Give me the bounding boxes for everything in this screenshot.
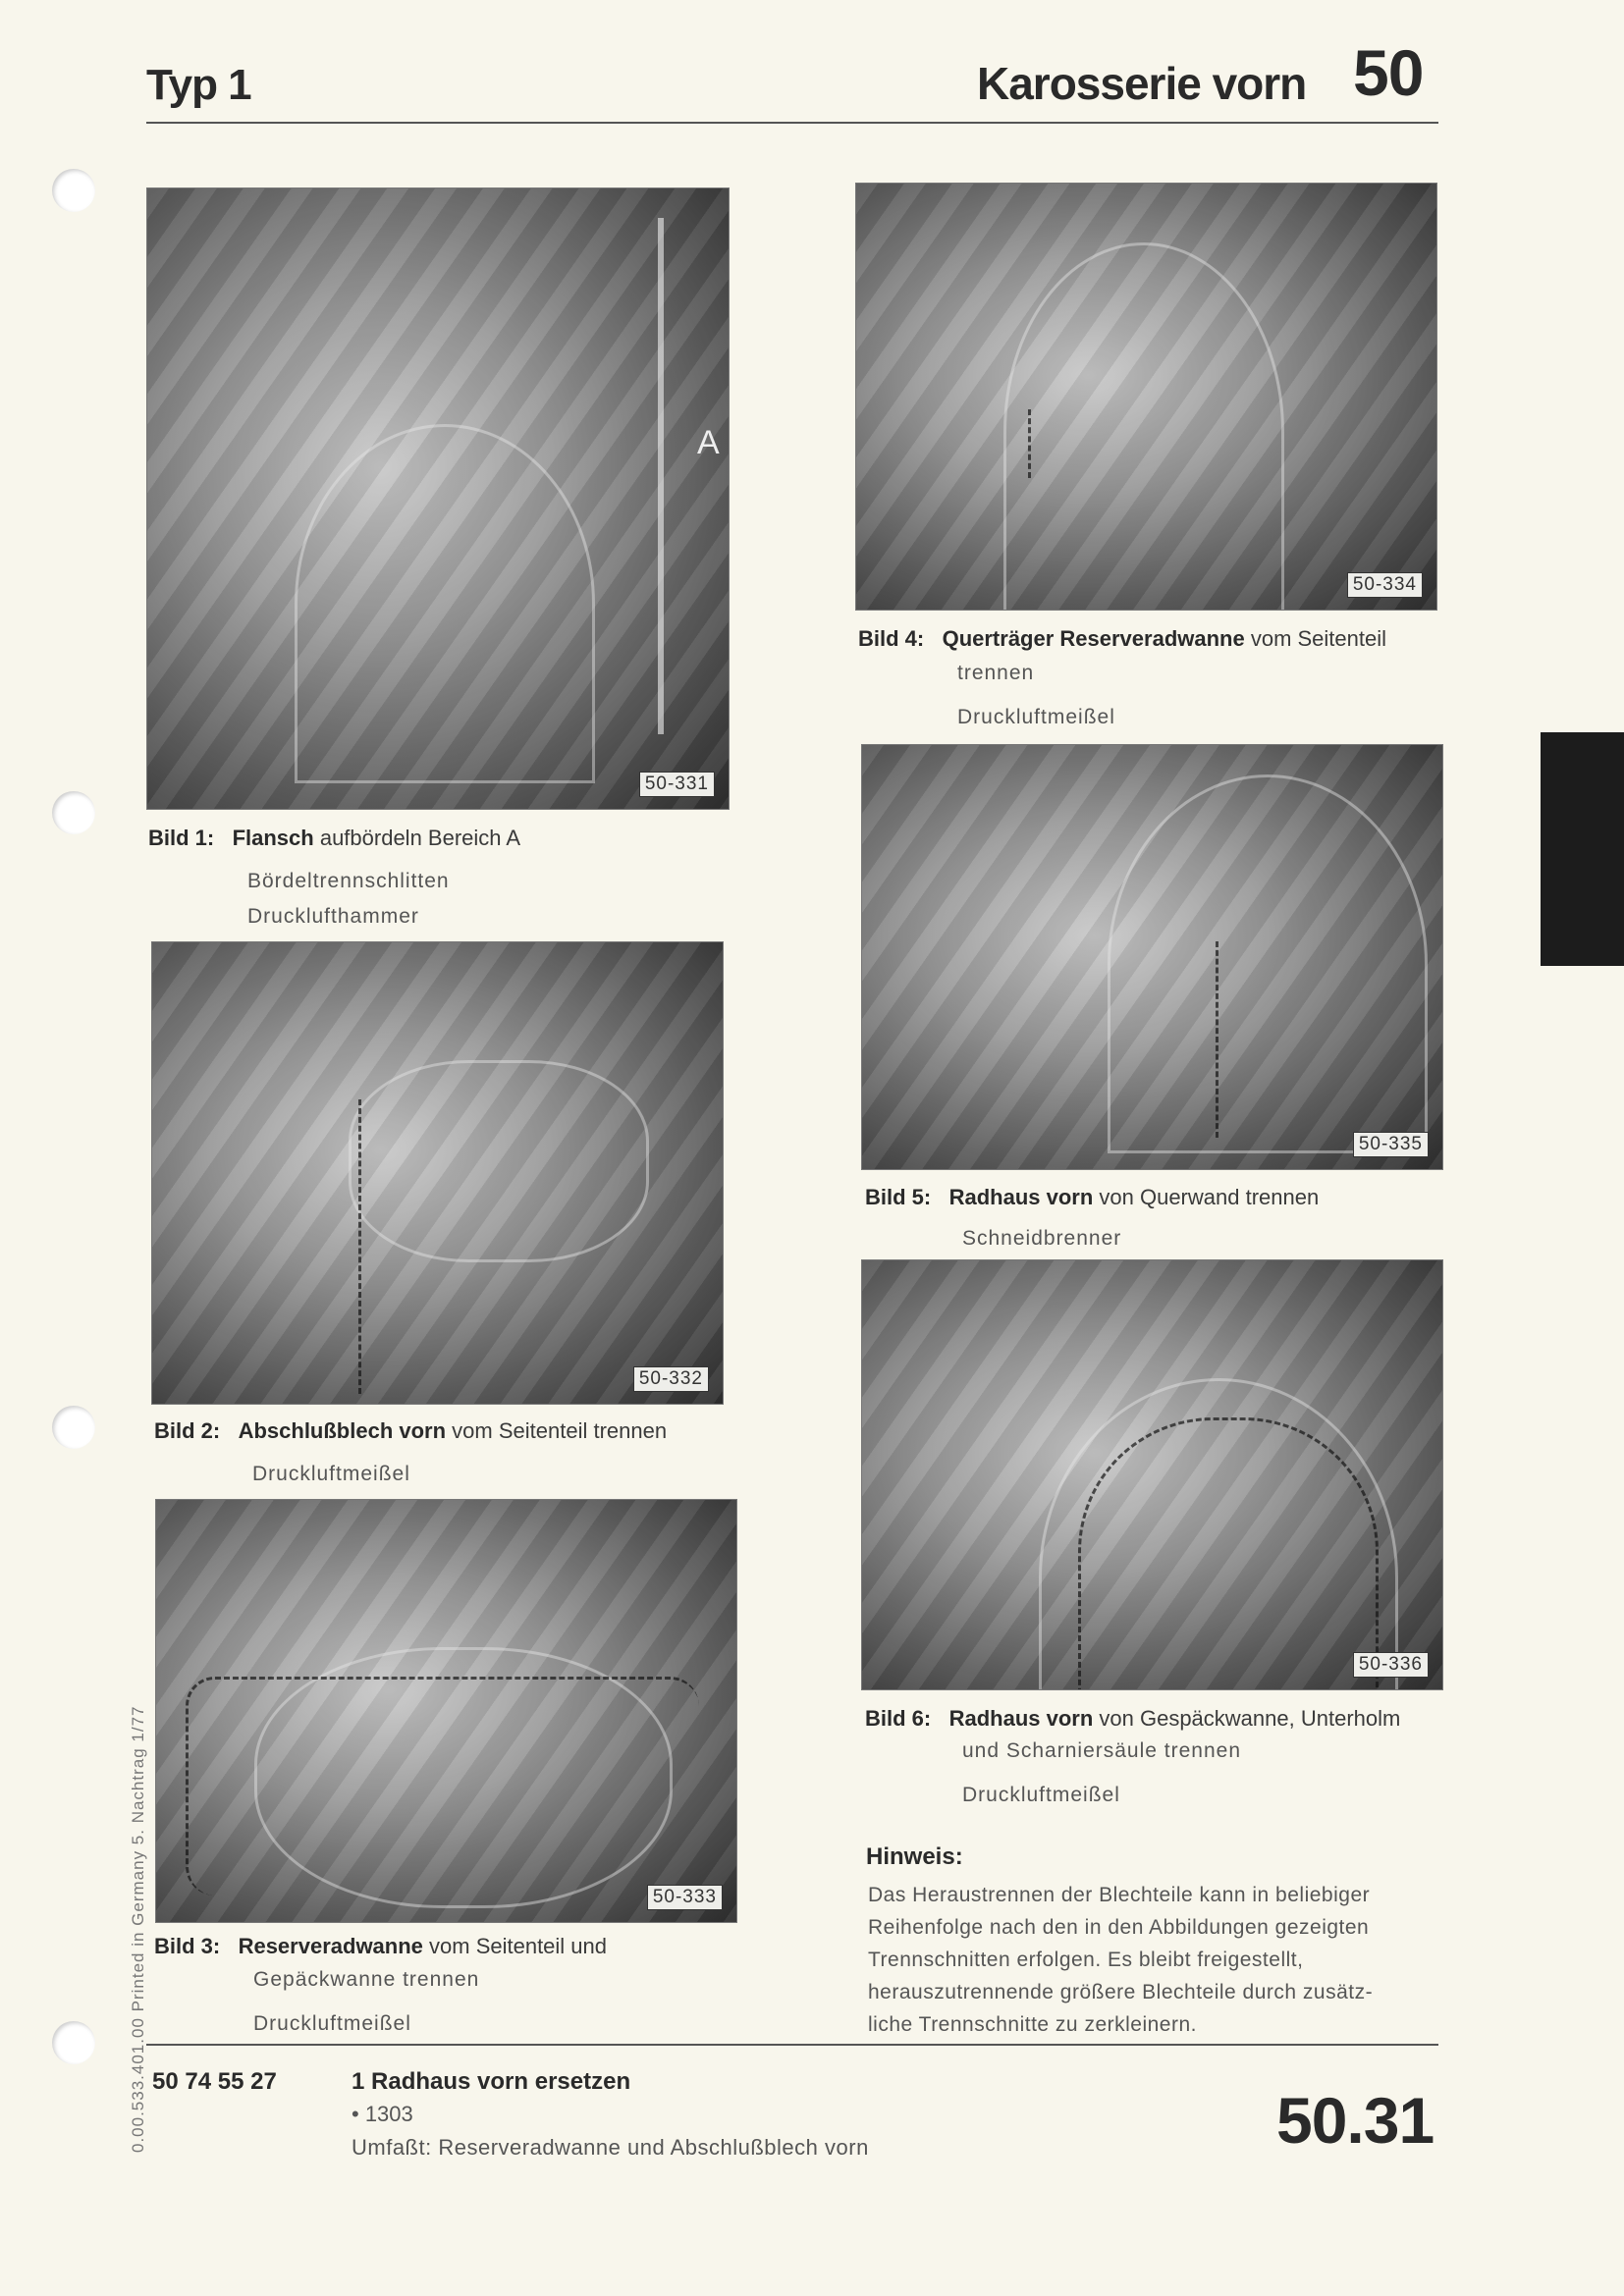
figure-photo-2: 50-332 (151, 941, 724, 1405)
tool-line: Druckluftmeißel (962, 1784, 1120, 1806)
footer-rule (146, 2044, 1438, 2046)
note-line: Trennschnitten erfolgen. Es bleibt freig… (868, 1949, 1304, 1971)
page-number: 50.31 (1276, 2084, 1435, 2157)
tool-line: Druckluftmeißel (252, 1463, 410, 1485)
tool-line: Drucklufthammer (247, 905, 419, 928)
figure-photo-5: 50-335 (861, 744, 1443, 1170)
caption-bild-3: Bild 3: Reserveradwanne vom Seitenteil u… (154, 1934, 608, 1958)
figure-number: 50-331 (638, 772, 715, 797)
caption-bild-5: Bild 5: Radhaus vorn von Querwand trenne… (865, 1185, 1320, 1209)
area-marker-a: A (697, 424, 720, 461)
tool-line: und Scharniersäule trennen (962, 1739, 1242, 1762)
caption-bild-2: Bild 2: Abschlußblech vorn vom Seitentei… (154, 1418, 668, 1443)
section-number: 50 (1353, 36, 1424, 109)
note-line: Das Heraustrennen der Blechteile kann in… (868, 1884, 1371, 1906)
tool-line: trennen (957, 662, 1035, 684)
operation-title: 1 Radhaus vorn ersetzen (352, 2068, 631, 2095)
figure-number: 50-335 (1352, 1132, 1429, 1157)
tool-line: Gepäckwanne trennen (253, 1968, 480, 1991)
note-title: Hinweis: (866, 1843, 963, 1870)
caption-bild-4: Bild 4: Querträger Reserveradwanne vom S… (858, 626, 1387, 651)
tool-line: Druckluftmeißel (253, 2012, 411, 2035)
note-line: herauszutrennende größere Blechteile dur… (868, 1981, 1374, 2003)
print-info: 0.00.533.401.00 Printed in Germany 5. Na… (129, 1705, 147, 2153)
binder-hole (52, 169, 95, 212)
tool-line: Schneidbrenner (962, 1227, 1122, 1250)
figure-photo-4: 50-334 (855, 183, 1437, 611)
figure-number: 50-334 (1346, 572, 1423, 598)
binder-hole (52, 791, 95, 834)
caption-bild-1: Bild 1: Flansch aufbördeln Bereich A (148, 826, 521, 850)
type-label: Typ 1 (146, 61, 252, 109)
header-rule (146, 122, 1438, 124)
caption-bild-6: Bild 6: Radhaus vorn von Gespäckwanne, U… (865, 1706, 1401, 1731)
note-line: liche Trennschnitte zu zerkleinern. (868, 2013, 1197, 2036)
section-tab-marker (1541, 732, 1624, 966)
binder-hole (52, 2021, 95, 2064)
binder-hole (52, 1406, 95, 1449)
figure-number: 50-332 (632, 1366, 709, 1392)
section-title: Karosserie vorn (977, 58, 1307, 109)
figure-number: 50-333 (646, 1885, 723, 1910)
figure-photo-3: 50-333 (155, 1499, 737, 1923)
tool-line: Druckluftmeißel (957, 706, 1115, 728)
note-line: Reihenfolge nach den in den Abbildungen … (868, 1916, 1370, 1939)
figure-photo-6: 50-336 (861, 1259, 1443, 1690)
figure-number: 50-336 (1352, 1652, 1429, 1678)
includes-text: Umfaßt: Reserveradwanne und Abschlußblec… (352, 2135, 869, 2160)
model-code: • 1303 (352, 2102, 413, 2126)
figure-photo-1: A 50-331 (146, 187, 730, 810)
tool-line: Bördeltrennschlitten (247, 870, 450, 892)
part-number: 50 74 55 27 (152, 2068, 277, 2095)
